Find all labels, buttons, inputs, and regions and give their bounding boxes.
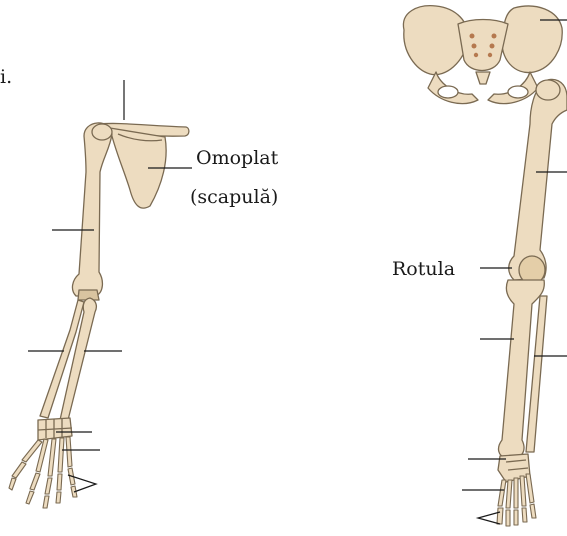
leader-lines: [28, 20, 567, 524]
obturator-left: [438, 86, 458, 98]
coccyx: [476, 72, 490, 84]
metacarpal-bones: [22, 437, 72, 476]
phalanx-bones: [9, 462, 77, 508]
femoral-head: [536, 80, 560, 100]
humeral-head: [92, 124, 112, 140]
left-ilium: [403, 6, 468, 75]
femur-bone: [509, 79, 567, 280]
sacrum: [458, 20, 508, 71]
leg-skeleton: [497, 79, 567, 526]
right-ilium: [502, 6, 562, 73]
obturator-right: [508, 86, 528, 98]
humerus-bone: [72, 123, 112, 296]
